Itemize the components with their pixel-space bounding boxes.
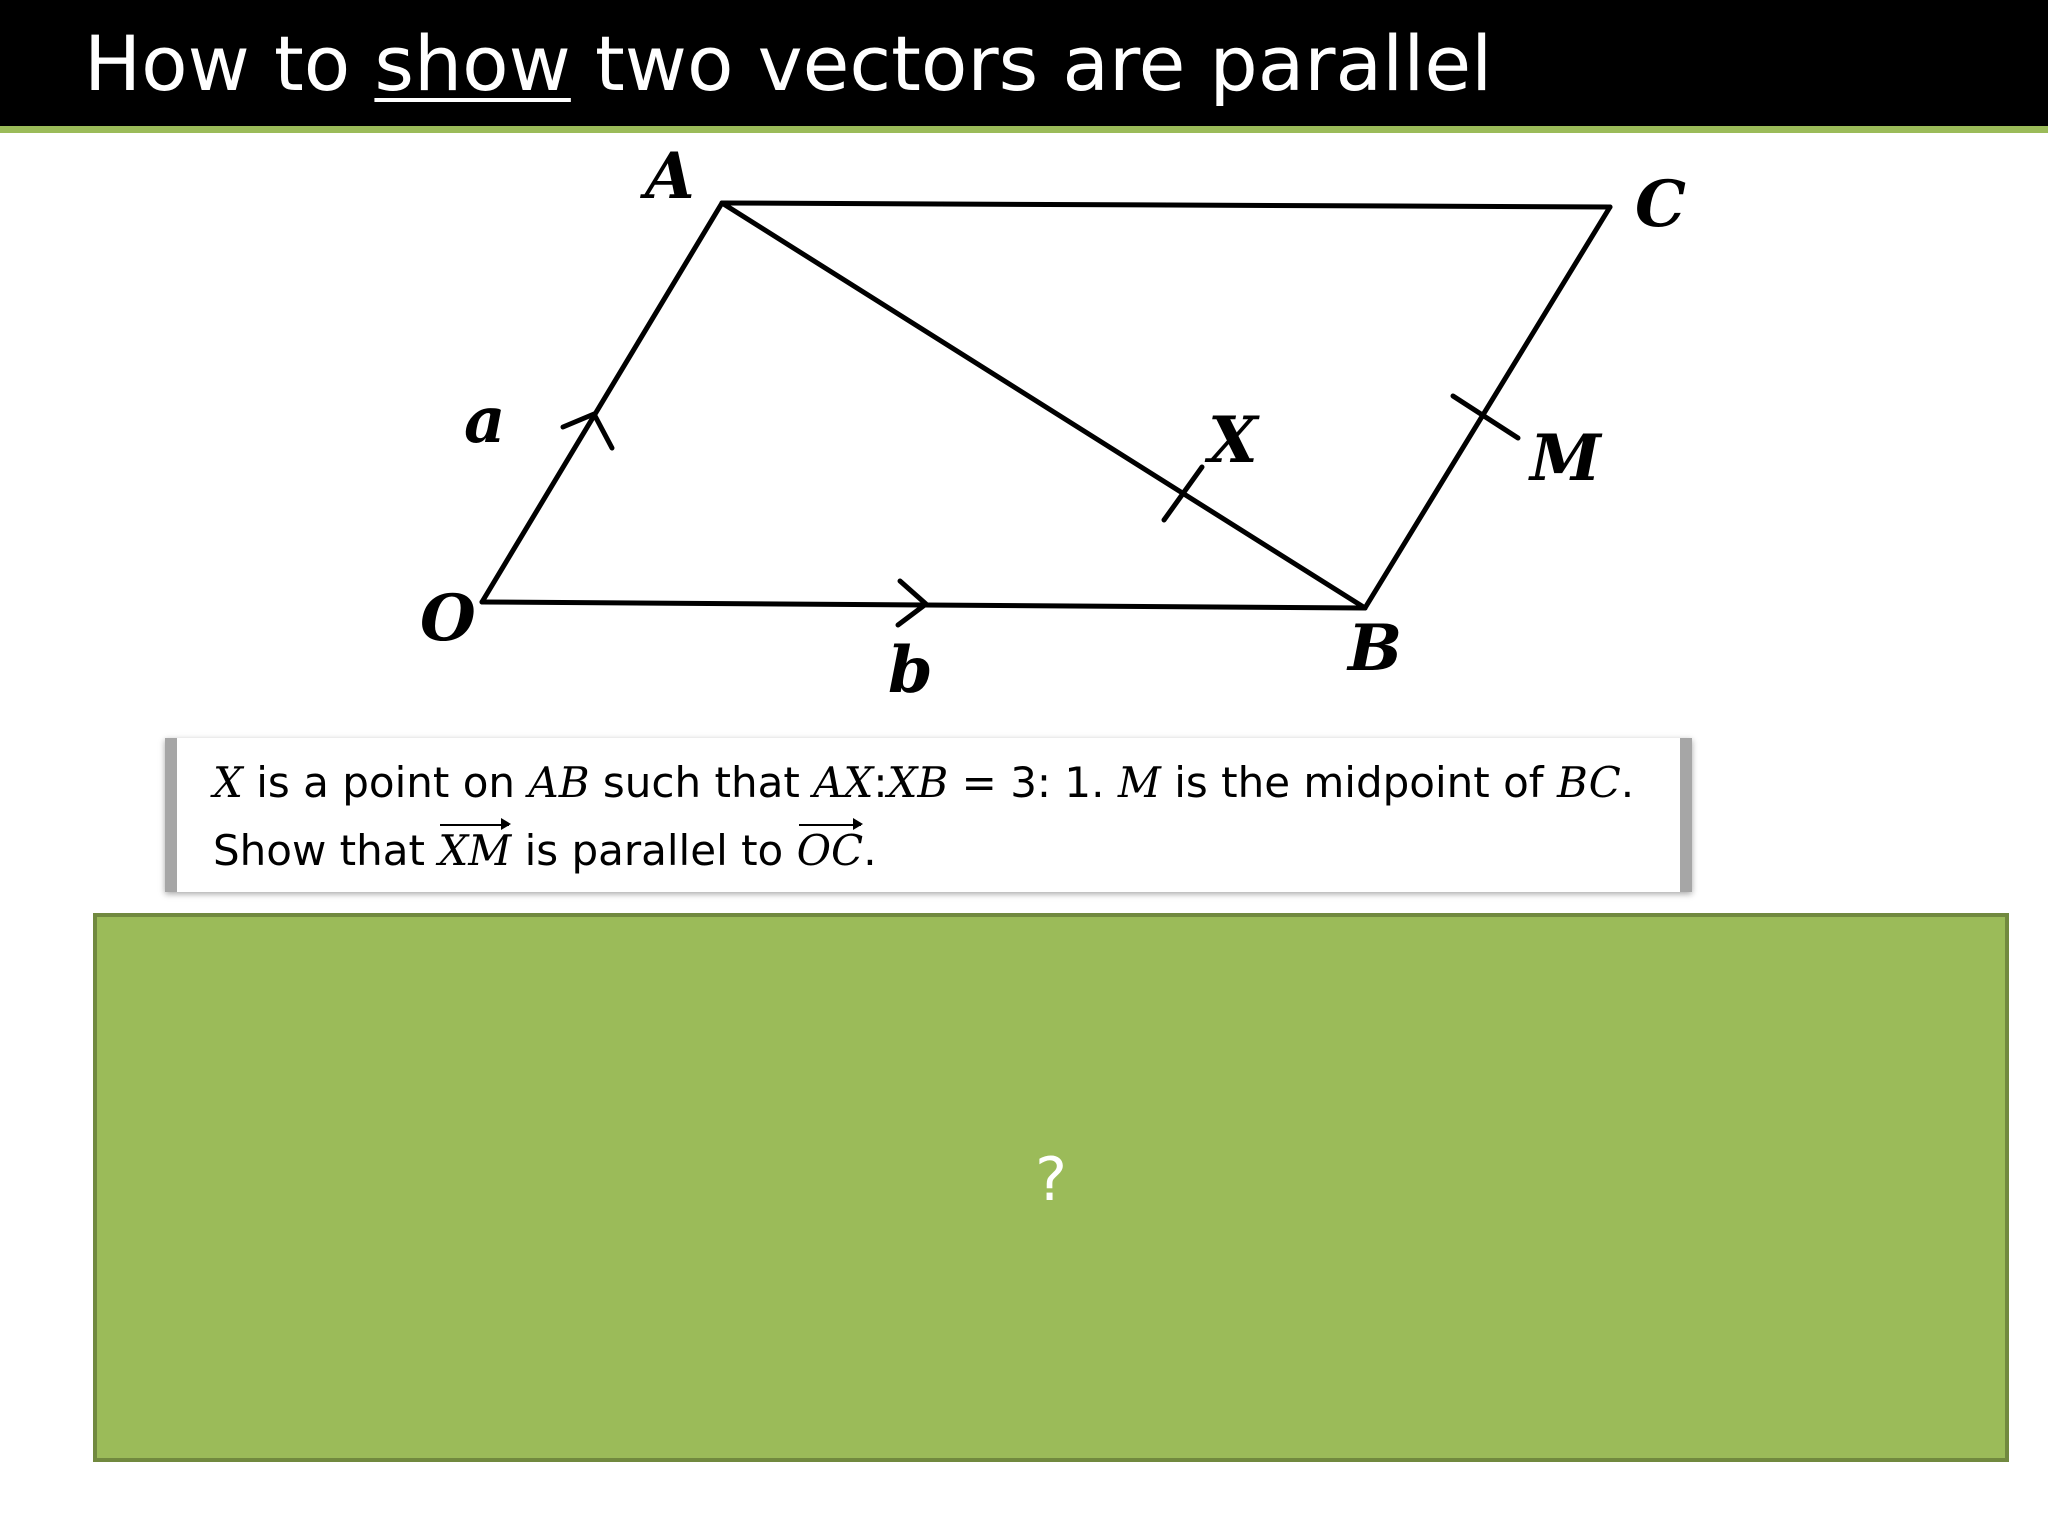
title-part-2: two vectors are parallel	[570, 19, 1493, 108]
q1-text-1: is a point on	[242, 758, 529, 807]
vector-label-b: b	[888, 633, 933, 708]
point-label-x: X	[1204, 403, 1260, 478]
question-box: X is a point on AB such that AX:XB = 3: …	[165, 738, 1692, 892]
vector-xm: XM	[438, 818, 512, 875]
q2-period: .	[863, 826, 877, 875]
q2-text-2: is parallel to	[511, 826, 797, 875]
answer-placeholder[interactable]: ?	[1035, 1145, 1067, 1215]
ratio-ax: AX	[813, 758, 874, 807]
point-label-o: O	[420, 581, 476, 656]
seg-ab: AB	[528, 758, 590, 807]
question-line-2: Show that XM is parallel to OC.	[213, 818, 877, 875]
title-underlined-word: show	[374, 19, 571, 108]
q1-period: .	[1620, 758, 1635, 807]
title-bar	[0, 0, 2048, 126]
title-part-1: How to	[84, 19, 375, 108]
slide-title: How to show two vectors are parallel	[84, 14, 1492, 114]
parallelogram-diagram: A C O B X M a b	[420, 139, 1686, 708]
arrowhead-b	[895, 578, 929, 628]
point-label-c: C	[1635, 167, 1686, 242]
q1-text-2: such that	[589, 758, 814, 807]
vector-oc: OC	[796, 818, 864, 875]
var-x: X	[213, 758, 243, 807]
arrowhead-a	[560, 411, 615, 451]
point-label-m: M	[1528, 421, 1603, 496]
point-label-a: A	[640, 139, 695, 214]
ratio-xb: XB	[887, 758, 949, 807]
title-accent-stripe	[0, 126, 2048, 133]
ratio-colon: :	[873, 758, 888, 807]
q2-text-1: Show that	[213, 826, 439, 875]
seg-bc: BC	[1556, 758, 1621, 807]
vector-label-a: a	[464, 383, 505, 458]
question-line-1: X is a point on AB such that AX:XB = 3: …	[213, 758, 1634, 807]
ratio-value: = 3: 1.	[948, 758, 1118, 807]
tick-x	[1161, 464, 1205, 523]
answer-reveal-box[interactable]: ?	[93, 913, 2009, 1462]
point-label-b: B	[1346, 611, 1402, 686]
edge-ac	[719, 200, 1613, 210]
edge-oa	[479, 200, 725, 605]
q1-text-3: is the midpoint of	[1160, 758, 1557, 807]
tick-m	[1450, 393, 1521, 441]
diagonal-ab	[719, 200, 1368, 611]
var-m: M	[1117, 758, 1161, 807]
edge-cb	[1362, 204, 1613, 611]
